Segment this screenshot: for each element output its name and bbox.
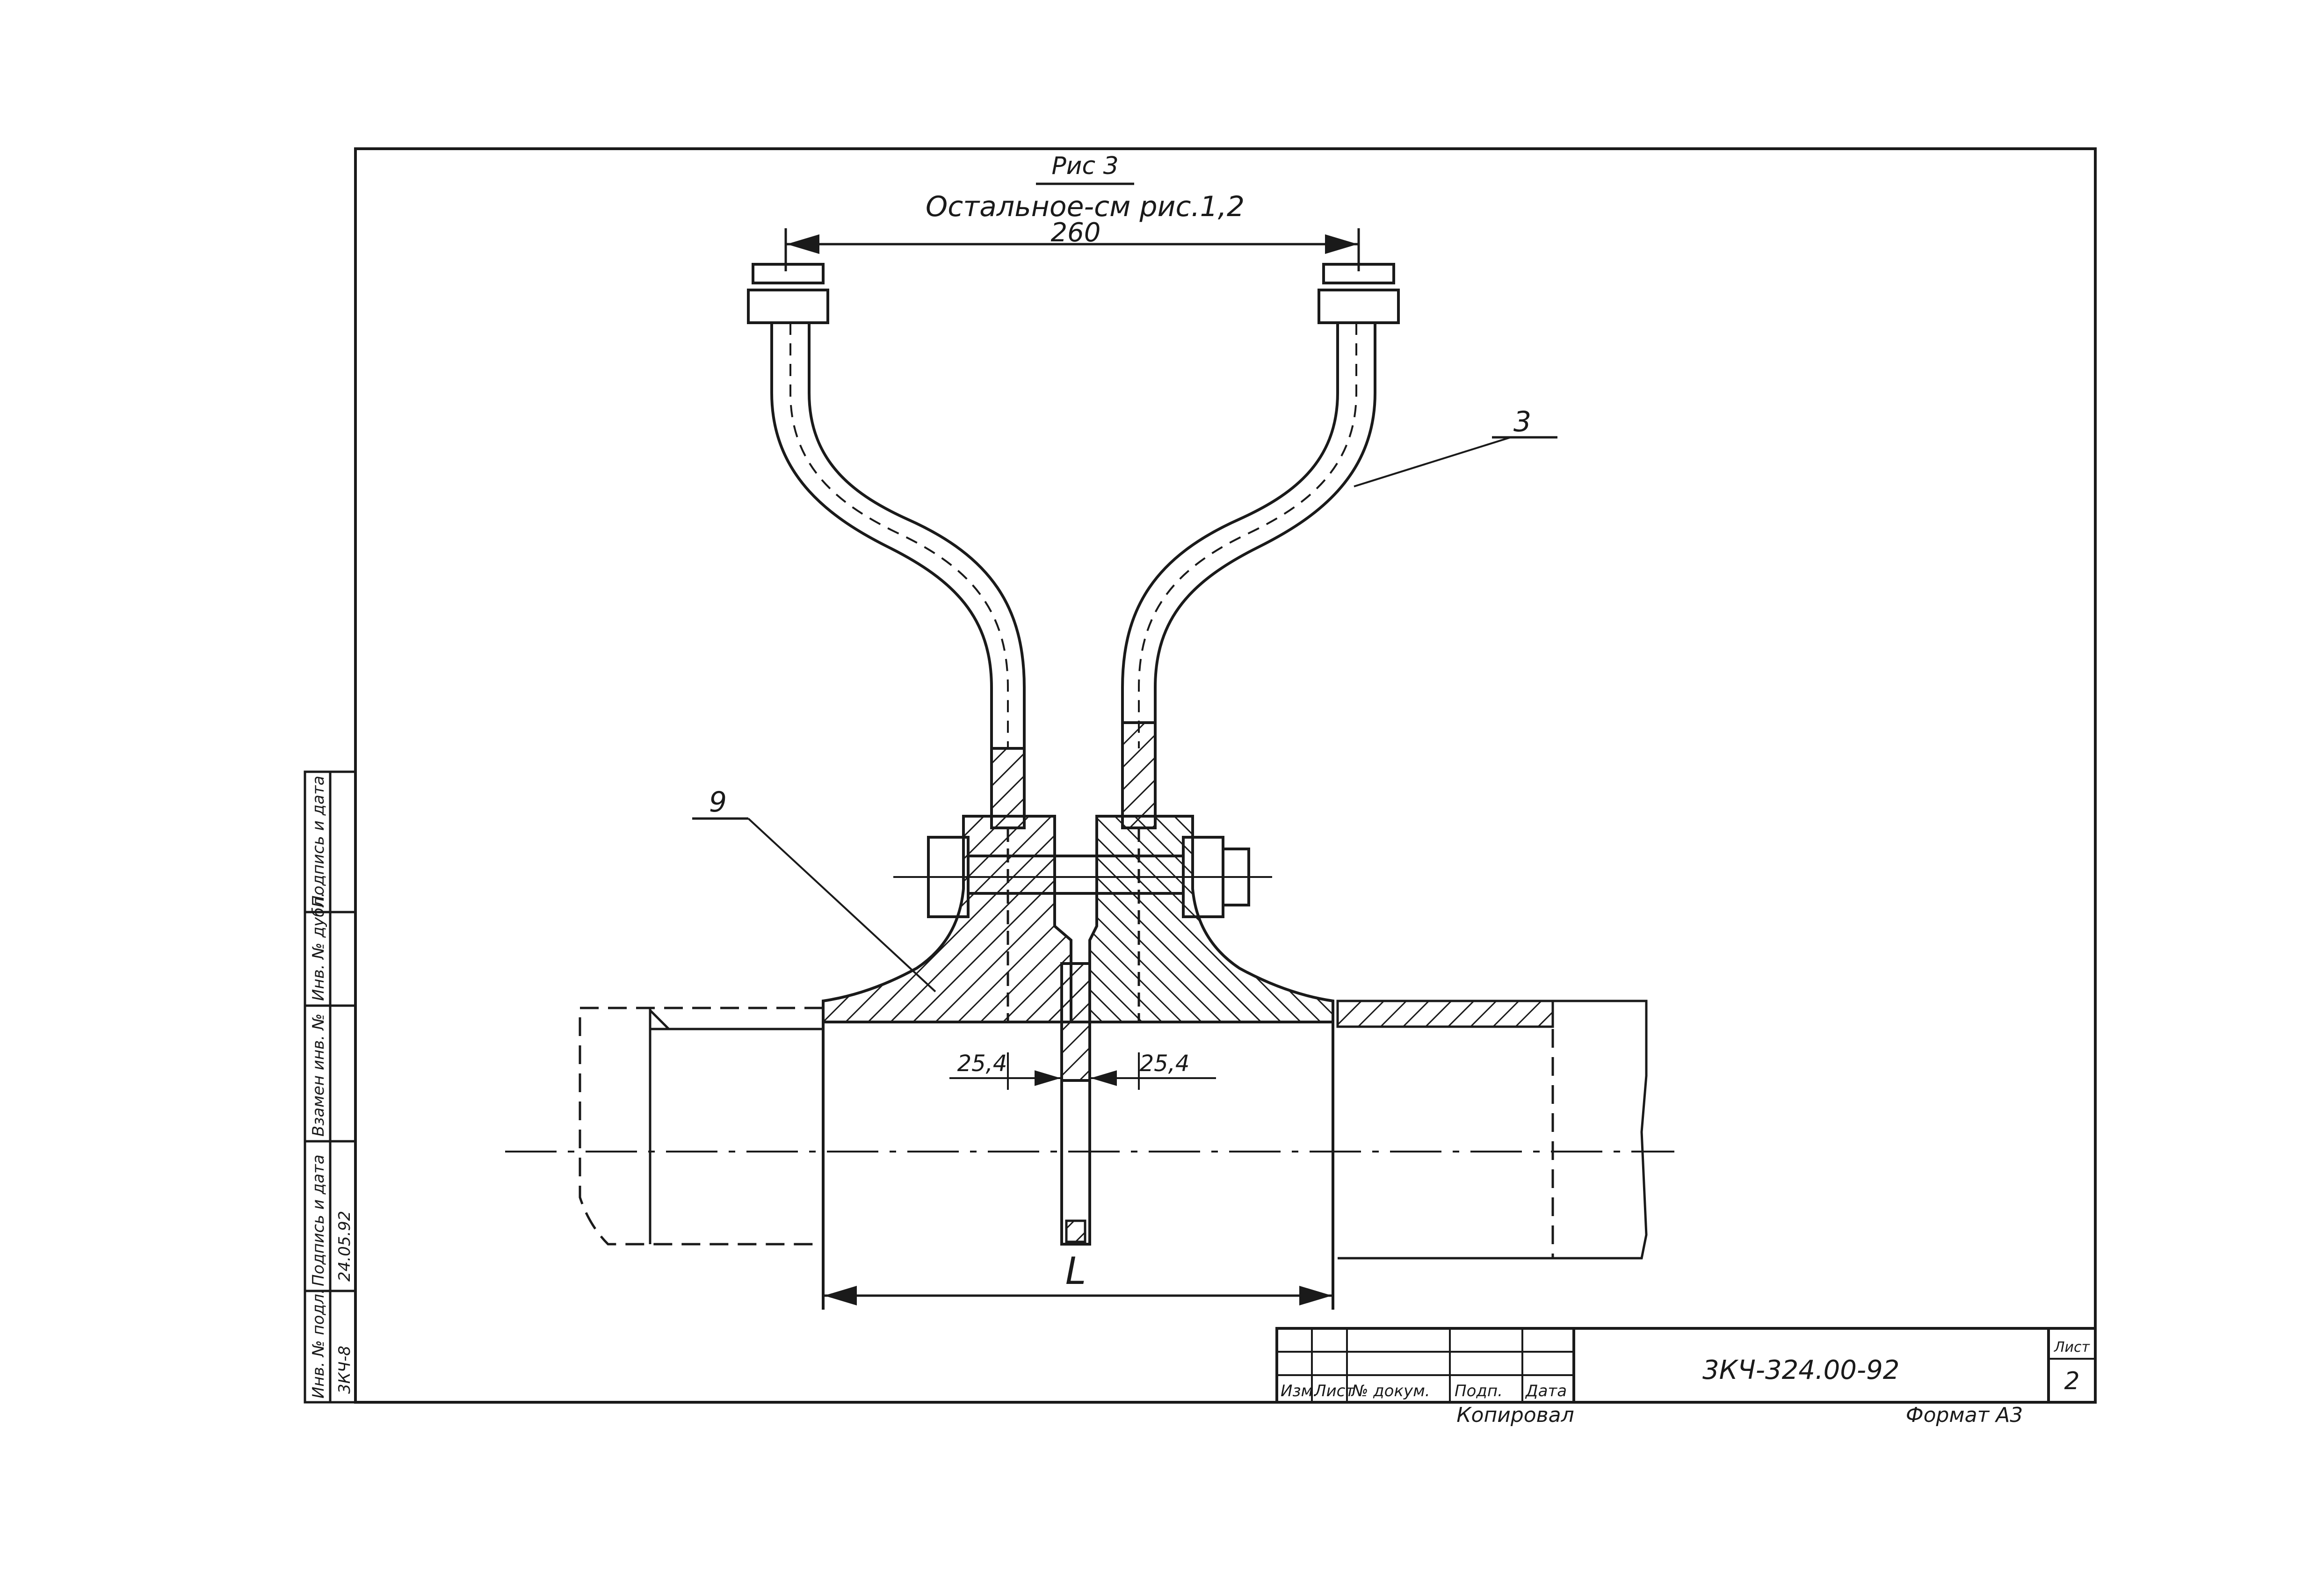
stamp-value-1: 3КЧ-8 <box>335 1346 354 1394</box>
title-col-sign: Подп. <box>1455 1382 1503 1400</box>
pipe-right <box>1336 1000 1648 1260</box>
stamp-header-3: Взамен инв. № <box>309 1014 328 1137</box>
side-stamp <box>304 770 357 1404</box>
sheet-label: Лист <box>2054 1339 2091 1355</box>
drawing-frame <box>354 147 2097 1404</box>
impulse-tube-right <box>1121 323 1376 748</box>
sheet-number: 2 <box>2064 1367 2079 1395</box>
dim-length-label: L <box>1065 1249 1086 1293</box>
footer-format: Формат А3 <box>1906 1403 2023 1427</box>
dim-gap-right-label: 25,4 <box>1140 1051 1190 1077</box>
socket-right <box>1121 721 1157 829</box>
callout-pipe-leader <box>1354 436 1511 487</box>
nut-right <box>1318 263 1400 324</box>
impulse-tube-left <box>770 323 1026 748</box>
stamp-header-4: Инв. № дубл. <box>309 892 328 1001</box>
callout-fitting-leader <box>747 818 936 993</box>
dim-top-label: 260 <box>1051 217 1101 248</box>
dim-gap <box>949 1052 1216 1090</box>
orifice-plate-tip <box>1065 1219 1086 1243</box>
bolt-assembly <box>893 836 1272 918</box>
title-block <box>1275 1327 2097 1404</box>
title-col-doc: № докум. <box>1351 1382 1430 1400</box>
stamp-header-5: Подпись и дата <box>309 776 328 907</box>
doc-number: 3КЧ-324.00-92 <box>1702 1355 1899 1385</box>
nut-left <box>747 263 829 324</box>
footer-copied: Копировал <box>1456 1403 1574 1427</box>
socket-left <box>990 747 1026 829</box>
stamp-header-1: Инв. № подл. <box>309 1289 328 1399</box>
stamp-header-2: Подпись и дата <box>309 1154 328 1286</box>
pipe-left-phantom <box>579 1007 823 1246</box>
callout-pipe-label: 3 <box>1513 406 1531 438</box>
flange-right <box>1088 815 1334 1023</box>
callout-fitting-label: 9 <box>709 786 727 819</box>
figure-caption: Рис 3 <box>1051 152 1118 180</box>
title-col-izm: Изм. <box>1281 1382 1318 1400</box>
dim-gap-left-label: 25,4 <box>957 1051 1007 1077</box>
title-col-date: Дата <box>1525 1382 1567 1400</box>
flange-left <box>822 815 1072 1023</box>
orifice-plate-stem <box>1060 1079 1091 1246</box>
figure-note: Остальное-см рис.1,2 <box>926 190 1245 223</box>
stamp-value-2: 24.05.92 <box>335 1211 354 1282</box>
pipe-body <box>822 1021 1334 1310</box>
title-col-list: Лист <box>1313 1382 1355 1400</box>
